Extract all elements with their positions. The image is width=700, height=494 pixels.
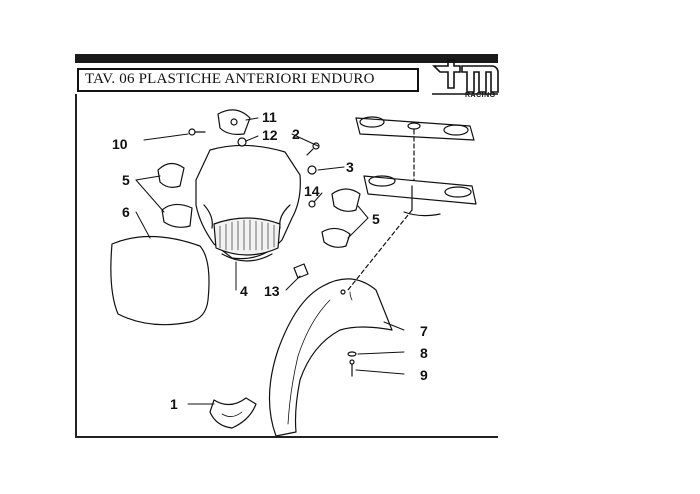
- fender-tip: [209, 397, 257, 429]
- triple-clamp-bottom: [363, 175, 477, 217]
- nut-3: [307, 165, 317, 175]
- callout-8: 8: [420, 345, 428, 361]
- callout-7: 7: [420, 323, 428, 339]
- headlight-mask: [195, 144, 301, 262]
- triple-clamp-top: [355, 116, 475, 141]
- number-plate: [110, 235, 210, 326]
- header-bar: [75, 54, 498, 63]
- callout-10: 10: [112, 136, 128, 152]
- fork-clamp-right: [321, 188, 361, 248]
- callout-9: 9: [420, 367, 428, 383]
- callout-1: 1: [170, 396, 178, 412]
- bolt-2: [306, 142, 320, 156]
- dashed-guide: [347, 209, 413, 291]
- title-box: TAV. 06 PLASTICHE ANTERIORI ENDURO: [77, 68, 419, 92]
- page-title: TAV. 06 PLASTICHE ANTERIORI ENDURO: [85, 71, 375, 87]
- callout-5-right: 5: [372, 211, 380, 227]
- callout-12: 12: [262, 127, 278, 143]
- bolt-14: [308, 200, 316, 208]
- frame-left-rule: [75, 94, 77, 438]
- bolt-10: [188, 128, 206, 136]
- callout-4: 4: [240, 283, 248, 299]
- callout-6: 6: [122, 204, 130, 220]
- washer-8: [347, 351, 357, 357]
- fork-clamp-left: [157, 162, 193, 228]
- callout-13: 13: [264, 283, 280, 299]
- callout-14: 14: [304, 183, 320, 199]
- bracket-11: [217, 109, 251, 135]
- screw-9: [349, 359, 355, 377]
- logo-tagline: RACING: [465, 92, 496, 99]
- front-fender: [268, 278, 393, 437]
- frame-bottom-rule: [75, 436, 498, 438]
- callout-3: 3: [346, 159, 354, 175]
- callout-2: 2: [292, 126, 300, 142]
- brand-logo: RACING: [428, 52, 500, 104]
- clip-13: [293, 263, 309, 279]
- washer-12: [237, 137, 247, 147]
- callout-5-left: 5: [122, 172, 130, 188]
- callout-11: 11: [262, 109, 277, 125]
- logo-mark-icon: [432, 59, 499, 95]
